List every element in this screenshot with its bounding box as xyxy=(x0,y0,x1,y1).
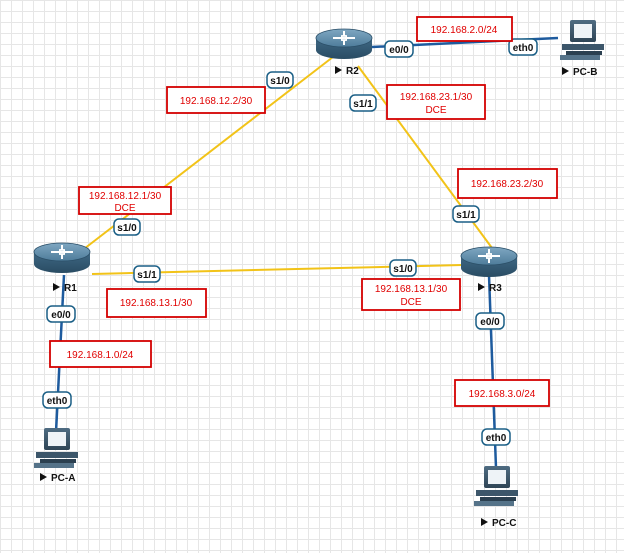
device-label-pc-a: PC-A xyxy=(40,473,75,484)
addr-dce: DCE xyxy=(114,203,135,214)
iface-pcc-eth0[interactable]: eth0 xyxy=(481,428,511,446)
addr-r2-s1-1: 192.168.23.1/30 DCE xyxy=(386,84,486,120)
iface-label: eth0 xyxy=(486,433,507,444)
device-label: R1 xyxy=(64,283,77,294)
router-r3[interactable] xyxy=(460,246,518,278)
iface-r2-s1-0[interactable]: s1/0 xyxy=(266,71,294,89)
iface-r2-e0-0[interactable]: e0/0 xyxy=(384,40,414,58)
pc-c[interactable] xyxy=(474,466,518,506)
computer-icon xyxy=(474,466,518,506)
addr-net-a: 192.168.1.0/24 xyxy=(49,340,152,368)
iface-label: e0/0 xyxy=(51,310,71,321)
device-label-r3: R3 xyxy=(478,283,502,294)
addr-dce: DCE xyxy=(425,105,446,116)
play-triangle-icon xyxy=(481,518,488,526)
addr-line: 192.168.1.0/24 xyxy=(67,350,134,361)
iface-label: eth0 xyxy=(47,396,68,407)
device-label: PC-A xyxy=(51,473,75,484)
addr-line: 192.168.23.1/30 xyxy=(400,92,473,103)
addr-r1-s1-0: 192.168.12.1/30 DCE xyxy=(78,186,172,215)
addr-line: 192.168.13.1/30 xyxy=(120,298,193,309)
iface-pca-eth0[interactable]: eth0 xyxy=(42,391,72,409)
pc-b[interactable] xyxy=(560,20,604,60)
addr-line: 192.168.13.1/30 xyxy=(375,284,448,295)
addr-dce: DCE xyxy=(400,297,421,308)
play-triangle-icon xyxy=(53,283,60,291)
play-triangle-icon xyxy=(40,473,47,481)
addr-net-c: 192.168.3.0/24 xyxy=(454,379,550,407)
device-label-r1: R1 xyxy=(53,283,77,294)
device-label: PC-C xyxy=(492,518,516,529)
iface-r1-s1-1[interactable]: s1/1 xyxy=(133,265,161,283)
iface-label: e0/0 xyxy=(389,45,409,56)
iface-pcb-eth0[interactable]: eth0 xyxy=(508,38,538,56)
iface-label: s1/0 xyxy=(393,264,413,275)
pc-a[interactable] xyxy=(34,428,78,468)
device-label: R2 xyxy=(346,66,359,77)
iface-r1-e0-0[interactable]: e0/0 xyxy=(46,305,76,323)
iface-label: s1/1 xyxy=(353,99,373,110)
computer-icon xyxy=(34,428,78,468)
iface-label: s1/1 xyxy=(456,210,476,221)
iface-label: s1/0 xyxy=(117,223,137,234)
iface-r3-s1-0[interactable]: s1/0 xyxy=(389,259,417,277)
router-icon xyxy=(33,242,91,274)
addr-net-b: 192.168.2.0/24 xyxy=(416,16,513,42)
addr-r3-s1-0: 192.168.13.1/30 DCE xyxy=(361,278,461,311)
addr-line: 192.168.12.1/30 xyxy=(89,191,162,202)
play-triangle-icon xyxy=(478,283,485,291)
addr-line: 192.168.12.2/30 xyxy=(180,96,253,107)
play-triangle-icon xyxy=(335,66,342,74)
iface-r2-s1-1[interactable]: s1/1 xyxy=(349,94,377,112)
device-label: PC-B xyxy=(573,67,597,78)
iface-label: eth0 xyxy=(513,43,534,54)
device-label: R3 xyxy=(489,283,502,294)
addr-r1-s1-1: 192.168.13.1/30 xyxy=(106,288,207,318)
router-r2[interactable] xyxy=(315,28,373,60)
device-label-pc-c: PC-C xyxy=(481,518,516,529)
addr-r2-s1-0: 192.168.12.2/30 xyxy=(166,86,266,114)
iface-r1-s1-0[interactable]: s1/0 xyxy=(113,218,141,236)
router-icon xyxy=(315,28,373,60)
addr-line: 192.168.23.2/30 xyxy=(471,179,544,190)
computer-icon xyxy=(560,20,604,60)
device-label-r2: R2 xyxy=(335,66,359,77)
iface-r3-e0-0[interactable]: e0/0 xyxy=(475,312,505,330)
device-label-pc-b: PC-B xyxy=(562,67,597,78)
play-triangle-icon xyxy=(562,67,569,75)
router-icon xyxy=(460,246,518,278)
addr-r3-s1-1: 192.168.23.2/30 xyxy=(457,168,558,199)
iface-label: s1/1 xyxy=(137,270,157,281)
iface-label: e0/0 xyxy=(480,317,500,328)
addr-line: 192.168.3.0/24 xyxy=(469,389,536,400)
addr-line: 192.168.2.0/24 xyxy=(431,25,498,36)
iface-r3-s1-1[interactable]: s1/1 xyxy=(452,205,480,223)
router-r1[interactable] xyxy=(33,242,91,274)
iface-label: s1/0 xyxy=(270,76,290,87)
